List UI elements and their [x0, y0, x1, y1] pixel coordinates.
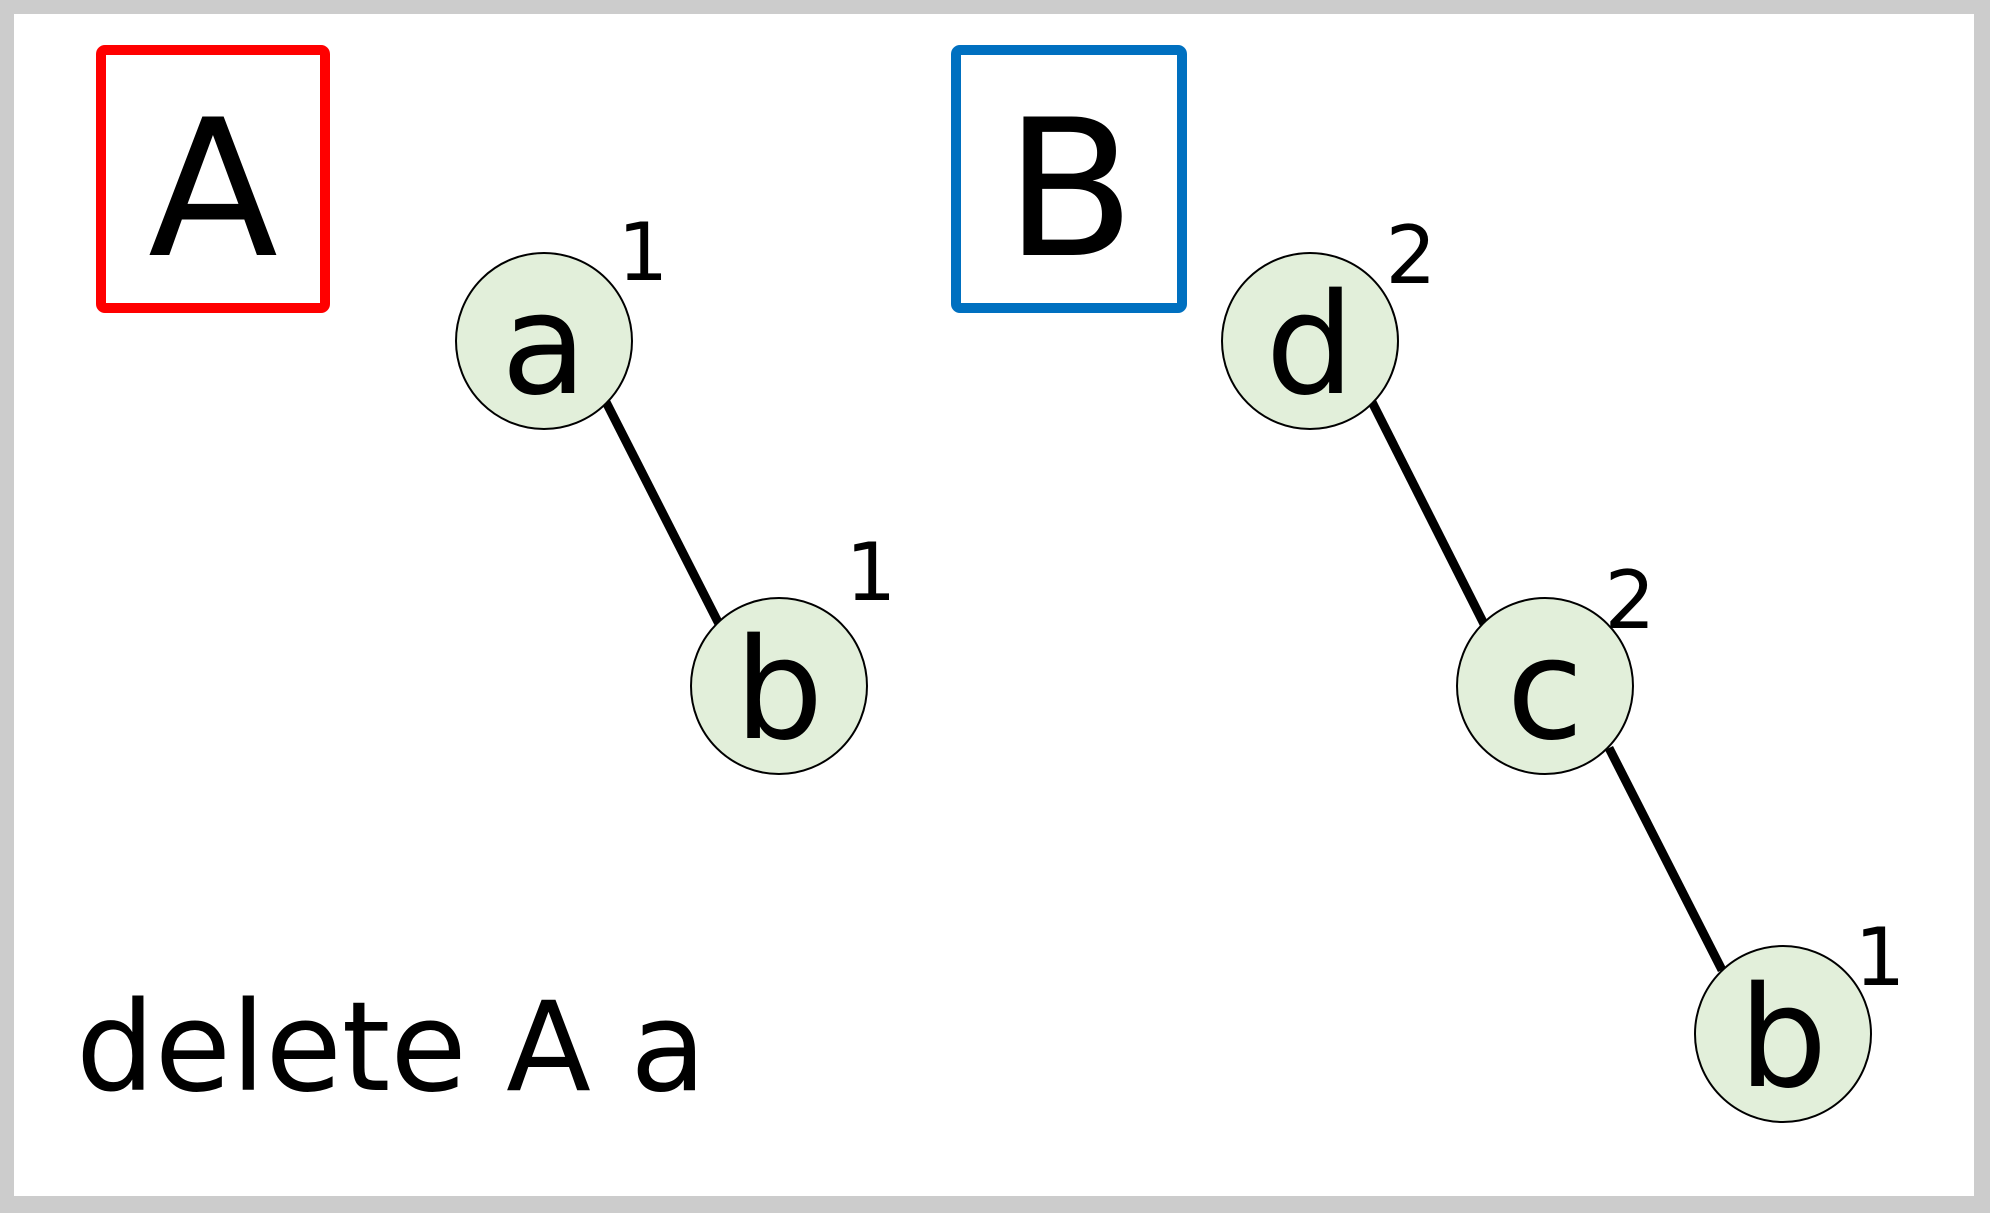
edge-c-to-b	[1604, 745, 1727, 973]
node-a-circle	[455, 252, 633, 430]
node-a-tree-b: b 1	[690, 526, 897, 775]
node-b2-label: b	[1739, 957, 1828, 1120]
command-text: delete A a	[76, 976, 706, 1120]
edge-d-to-c	[1367, 399, 1489, 627]
node-b-tree-b: b 1	[1694, 911, 1906, 1123]
tree-a-label: A	[148, 79, 278, 300]
node-b-count: 1	[846, 526, 897, 619]
edge-a-to-b	[601, 399, 724, 627]
node-a-label: a	[501, 264, 587, 427]
node-d-count: 2	[1386, 209, 1437, 302]
tree-b-label-group: B	[951, 45, 1187, 313]
node-b-circle	[690, 597, 868, 775]
node-d-circle	[1221, 252, 1399, 430]
node-c: c 2	[1456, 554, 1656, 775]
node-a: a 1	[455, 206, 669, 430]
tree-a-label-group: A	[96, 45, 330, 313]
node-c-label: c	[1507, 609, 1584, 772]
tree-b-label: B	[1005, 79, 1135, 300]
node-d: d 2	[1221, 209, 1437, 430]
node-c-count: 2	[1605, 554, 1656, 647]
diagram-canvas	[14, 14, 1974, 1196]
node-b-label: b	[735, 609, 824, 772]
node-b2-count: 1	[1855, 911, 1906, 1004]
node-b2-circle	[1694, 945, 1872, 1123]
node-c-circle	[1456, 597, 1634, 775]
tree-a-label-box	[96, 45, 330, 313]
node-a-count: 1	[618, 206, 669, 299]
tree-b-label-box	[951, 45, 1187, 313]
node-d-label: d	[1266, 264, 1355, 427]
